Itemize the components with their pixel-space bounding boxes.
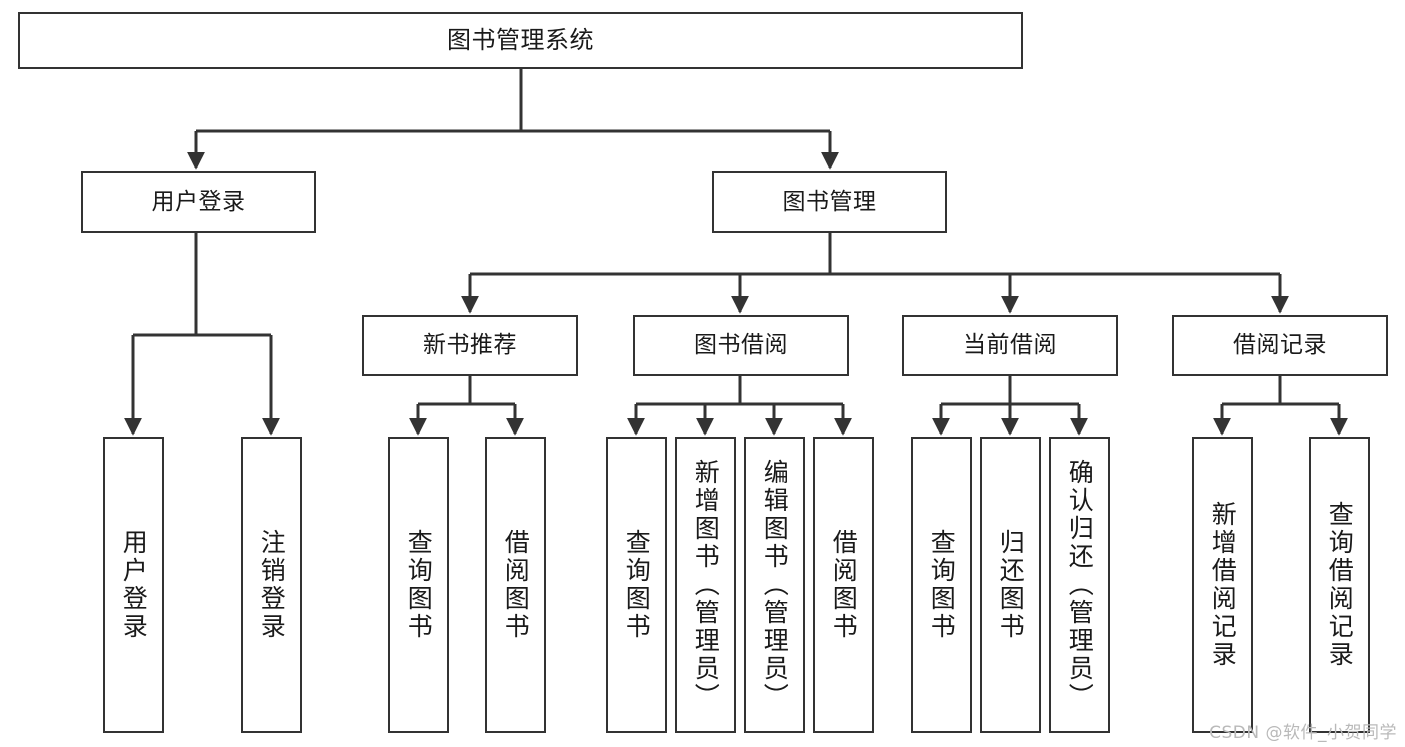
node-user-login[interactable]: 用户登录 xyxy=(81,171,316,233)
node-leaf-add-record[interactable]: 新增借阅记录 xyxy=(1192,437,1253,733)
node-user-login-label: 用户登录 xyxy=(151,188,246,215)
node-new-book-recommend-label: 新书推荐 xyxy=(423,332,517,359)
node-leaf-logout-login-label: 注销登录 xyxy=(257,529,287,641)
node-book-manage[interactable]: 图书管理 xyxy=(712,171,947,233)
node-leaf-query-record[interactable]: 查询借阅记录 xyxy=(1309,437,1370,733)
node-leaf-query-record-label: 查询借阅记录 xyxy=(1325,501,1355,669)
node-leaf-query-book-3-label: 查询图书 xyxy=(927,529,957,641)
node-book-borrow[interactable]: 图书借阅 xyxy=(633,315,849,376)
node-leaf-logout-login[interactable]: 注销登录 xyxy=(241,437,302,733)
node-leaf-query-book-3[interactable]: 查询图书 xyxy=(911,437,972,733)
node-leaf-edit-book-label: 编辑图书（管理员） xyxy=(760,459,790,711)
node-leaf-confirm-return-label: 确认归还（管理员） xyxy=(1065,459,1095,711)
node-leaf-borrow-book-1-label: 借阅图书 xyxy=(501,529,531,641)
node-leaf-query-book-1[interactable]: 查询图书 xyxy=(388,437,449,733)
node-leaf-add-book-label: 新增图书（管理员） xyxy=(691,459,721,711)
node-current-borrow[interactable]: 当前借阅 xyxy=(902,315,1118,376)
node-new-book-recommend[interactable]: 新书推荐 xyxy=(362,315,578,376)
node-book-manage-label: 图书管理 xyxy=(782,188,877,215)
node-leaf-user-login-label: 用户登录 xyxy=(119,529,149,641)
node-leaf-return-book-label: 归还图书 xyxy=(996,529,1026,641)
node-leaf-confirm-return[interactable]: 确认归还（管理员） xyxy=(1049,437,1110,733)
node-current-borrow-label: 当前借阅 xyxy=(963,332,1057,359)
node-leaf-query-book-1-label: 查询图书 xyxy=(404,529,434,641)
node-leaf-borrow-book-2[interactable]: 借阅图书 xyxy=(813,437,874,733)
node-leaf-return-book[interactable]: 归还图书 xyxy=(980,437,1041,733)
node-borrow-record-label: 借阅记录 xyxy=(1233,332,1327,359)
node-root[interactable]: 图书管理系统 xyxy=(18,12,1023,69)
node-root-label: 图书管理系统 xyxy=(447,25,594,54)
node-leaf-borrow-book-2-label: 借阅图书 xyxy=(829,529,859,641)
node-leaf-borrow-book-1[interactable]: 借阅图书 xyxy=(485,437,546,733)
node-borrow-record[interactable]: 借阅记录 xyxy=(1172,315,1388,376)
csdn-watermark: CSDN @软件_小贺同学 xyxy=(1209,723,1397,743)
node-leaf-user-login[interactable]: 用户登录 xyxy=(103,437,164,733)
node-leaf-add-record-label: 新增借阅记录 xyxy=(1208,501,1238,669)
node-leaf-query-book-2-label: 查询图书 xyxy=(622,529,652,641)
node-book-borrow-label: 图书借阅 xyxy=(694,332,788,359)
node-leaf-add-book[interactable]: 新增图书（管理员） xyxy=(675,437,736,733)
node-leaf-edit-book[interactable]: 编辑图书（管理员） xyxy=(744,437,805,733)
node-leaf-query-book-2[interactable]: 查询图书 xyxy=(606,437,667,733)
